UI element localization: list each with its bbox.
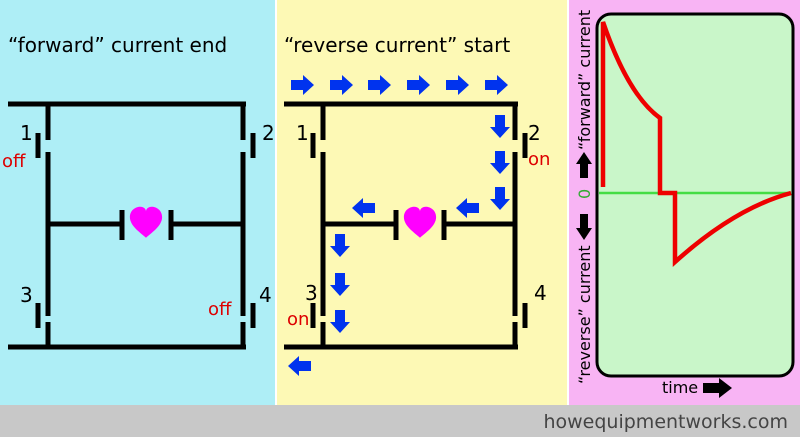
middle-switch-1-number: 1 — [296, 121, 309, 145]
graph-ylabel-top: “forward” current — [575, 10, 594, 150]
middle-panel-title: “reverse current” start — [284, 33, 510, 57]
graph-xlabel: time — [662, 378, 698, 397]
graph-ylabel-zero: 0 — [575, 189, 594, 199]
middle-switch-3-state: on — [287, 309, 309, 330]
middle-switch-3-number: 3 — [305, 281, 318, 305]
current-trace — [600, 21, 792, 268]
middle-switch-2-state: on — [528, 149, 550, 170]
middle-panel — [276, 0, 568, 405]
left-switch-3-number: 3 — [20, 283, 33, 307]
left-switch-2-number: 2 — [262, 121, 275, 145]
arrow-down-icon — [576, 214, 592, 240]
website-credit: howequipmentworks.com — [543, 411, 788, 433]
arrow-right-icon — [703, 378, 732, 398]
footer-bar — [0, 405, 800, 437]
middle-switch-4-number: 4 — [534, 281, 547, 305]
left-switch-1-state: off — [2, 151, 26, 172]
left-switch-4-state: off — [208, 299, 232, 320]
middle-circuit — [284, 101, 528, 350]
graph-ylabel-bottom: “reverse” current — [575, 245, 594, 384]
left-panel — [0, 0, 276, 405]
left-switch-4-number: 4 — [259, 283, 272, 307]
left-circuit — [8, 101, 256, 350]
arrow-up-icon — [576, 152, 592, 178]
left-panel-title: “forward” current end — [8, 33, 227, 57]
left-switch-1-number: 1 — [20, 121, 33, 145]
middle-switch-2-number: 2 — [528, 121, 541, 145]
graph-plot-area — [595, 12, 795, 378]
